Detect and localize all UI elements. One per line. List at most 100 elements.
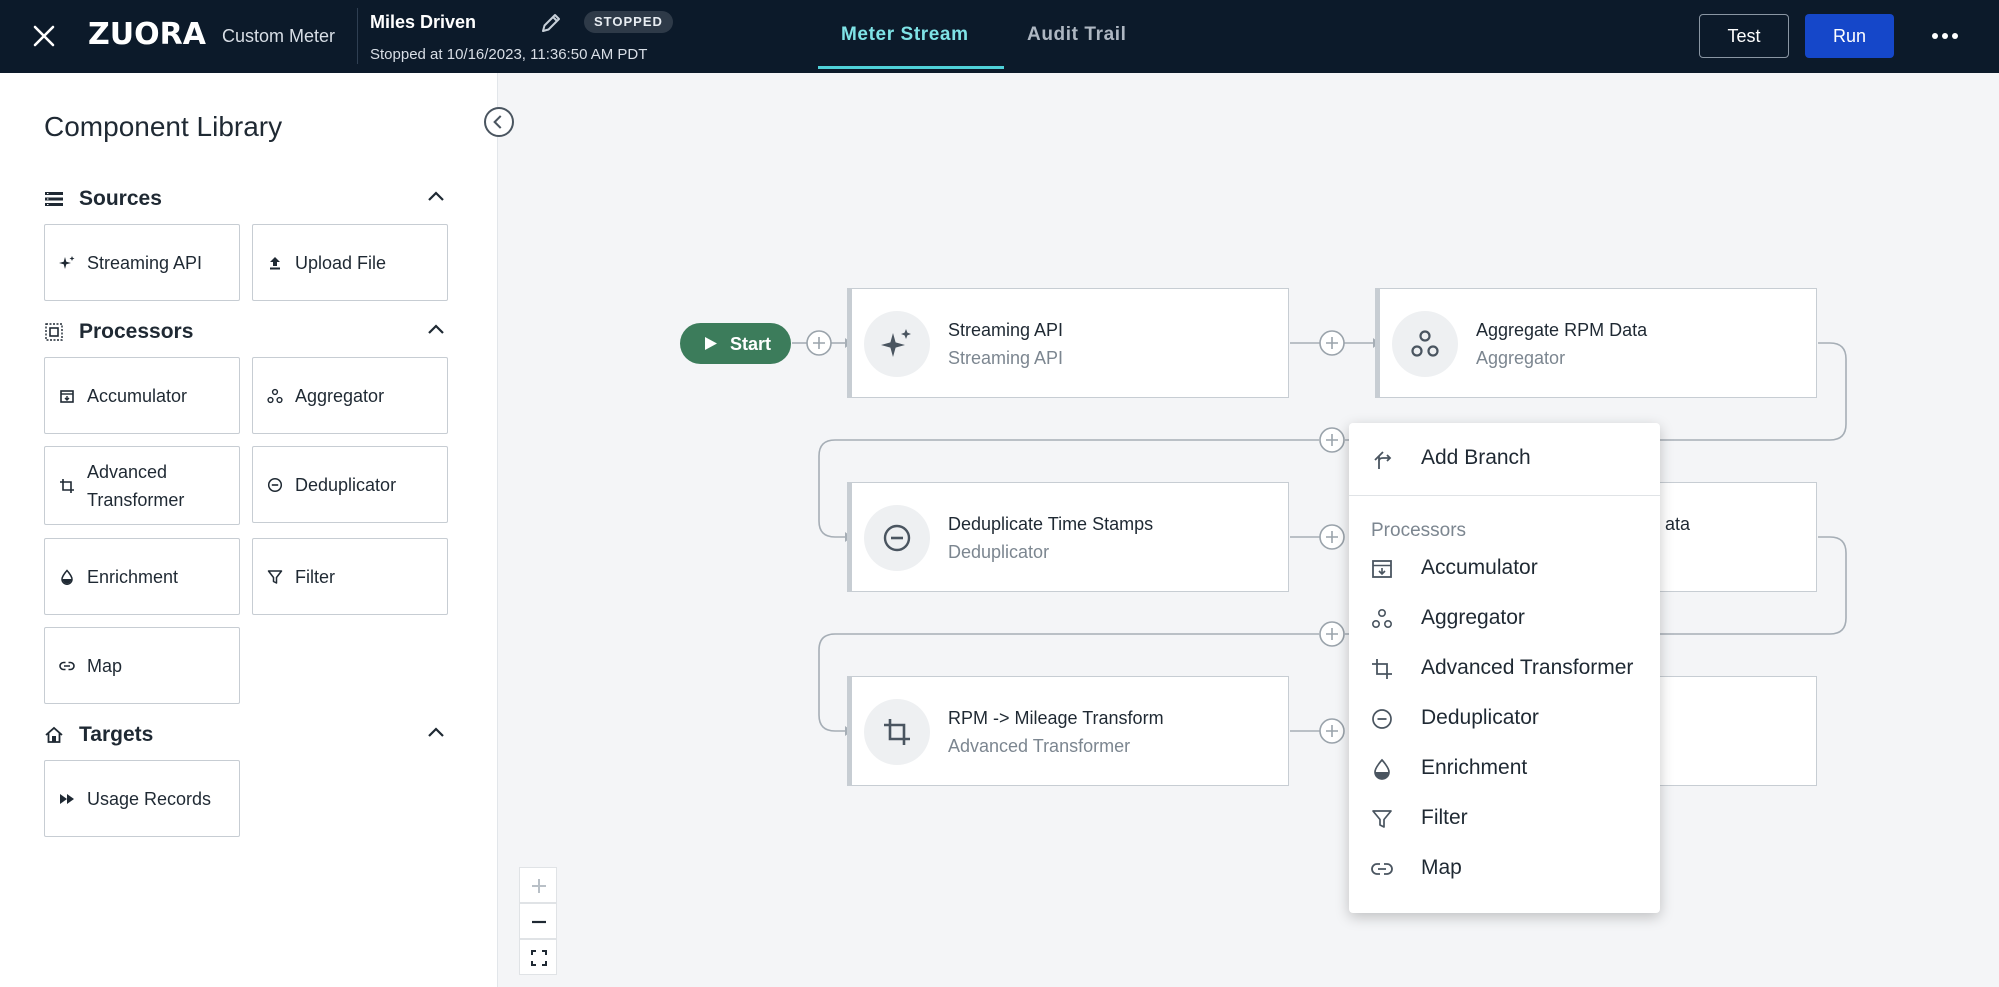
minus-circle-icon	[267, 477, 283, 493]
collapse-panel-icon[interactable]	[484, 107, 514, 137]
menu-item-add-branch[interactable]: Add Branch	[1349, 436, 1660, 480]
node-title: Streaming API	[948, 320, 1064, 340]
meter-name: Miles Driven	[370, 12, 477, 32]
add-step-icon	[806, 330, 1345, 744]
node-subtitle: Advanced Transformer	[948, 736, 1131, 756]
node-icon-bg	[864, 699, 930, 765]
start-label: Start	[730, 334, 772, 354]
zoom-in-button[interactable]	[519, 867, 557, 903]
menu-item-aggregator[interactable]: Aggregator	[1349, 596, 1660, 640]
menu-item-advanced-transformer[interactable]: Advanced Transformer	[1349, 646, 1660, 690]
library-card-advanced-transformer[interactable]: Advanced Transformer	[44, 446, 240, 525]
more-options-icon[interactable]	[1930, 26, 1960, 46]
sparkle-icon	[881, 329, 911, 357]
node-subtitle: Deduplicator	[948, 542, 1050, 562]
card-label: Filter	[295, 567, 335, 587]
link-icon	[1371, 863, 1393, 875]
plus-icon	[532, 879, 546, 893]
home-icon	[45, 726, 63, 743]
node-icon-bg	[1392, 311, 1458, 377]
targets-label: Targets	[79, 723, 154, 746]
library-card-usage-records[interactable]: Usage Records	[44, 760, 240, 837]
menu-item-accumulator[interactable]: Accumulator	[1349, 546, 1660, 590]
filter-icon	[267, 570, 283, 584]
test-button[interactable]: Test	[1699, 14, 1789, 58]
processor-icon	[45, 323, 63, 341]
library-card-upload-file[interactable]: Upload File	[252, 224, 448, 301]
card-label: Streaming API	[87, 253, 203, 273]
zoom-out-button[interactable]	[519, 903, 557, 939]
library-card-aggregator[interactable]: Aggregator	[252, 357, 448, 434]
library-card-map[interactable]: Map	[44, 627, 240, 704]
library-card-accumulator[interactable]: Accumulator	[44, 357, 240, 434]
card-label: Accumulator	[87, 386, 188, 406]
minus-icon	[532, 920, 546, 924]
list-icon	[45, 192, 63, 206]
drop-icon	[1374, 758, 1390, 780]
header-divider	[357, 8, 358, 64]
fit-view-button[interactable]	[519, 939, 557, 975]
accumulator-icon	[1372, 560, 1392, 578]
flow-node-rpm-mileage-transform[interactable]: RPM -> Mileage Transform Advanced Transf…	[847, 676, 1289, 786]
chevron-up-icon[interactable]	[426, 725, 446, 739]
menu-item-deduplicator[interactable]: Deduplicator	[1349, 696, 1660, 740]
card-label: Usage Records	[87, 789, 212, 809]
processors-label: Processors	[79, 320, 194, 343]
card-label: Upload File	[295, 253, 387, 273]
tab-audit-trail[interactable]: Audit Trail	[1027, 24, 1127, 45]
drop-icon	[61, 569, 73, 585]
stopped-timestamp: Stopped at 10/16/2023, 11:36:50 AM PDT	[370, 46, 648, 63]
flow-node-aggregate-rpm-data[interactable]: Aggregate RPM Data Aggregator	[1375, 288, 1817, 398]
crop-icon	[884, 719, 910, 745]
crop-icon	[1372, 659, 1392, 679]
card-label: Advanced Transformer	[87, 462, 185, 510]
menu-item-map[interactable]: Map	[1349, 846, 1660, 890]
add-step-menu: Add Branch Processors Accumulator Aggreg…	[1349, 423, 1660, 913]
run-button[interactable]: Run	[1805, 14, 1894, 58]
close-icon[interactable]	[30, 22, 58, 50]
link-icon	[59, 661, 75, 671]
node-title: Aggregate RPM Data	[1476, 320, 1648, 340]
chevron-up-icon[interactable]	[426, 189, 446, 203]
node-subtitle: Aggregator	[1476, 348, 1566, 368]
library-card-filter[interactable]: Filter	[252, 538, 448, 615]
menu-item-label: Advanced Transformer	[1421, 656, 1634, 679]
fast-forward-icon	[60, 794, 74, 804]
menu-item-label: Map	[1421, 856, 1462, 879]
node-title: RPM -> Mileage Transform	[948, 708, 1164, 728]
library-card-deduplicator[interactable]: Deduplicator	[252, 446, 448, 523]
app-name: Custom Meter	[222, 26, 336, 46]
tab-meter-stream[interactable]: Meter Stream	[841, 24, 969, 45]
component-library-title: Component Library	[44, 111, 283, 142]
menu-item-label: Aggregator	[1421, 606, 1525, 629]
zuora-logo: ZUORA	[88, 17, 206, 52]
menu-item-enrichment[interactable]: Enrichment	[1349, 746, 1660, 790]
chevron-up-icon[interactable]	[426, 322, 446, 336]
sources-label: Sources	[79, 187, 162, 210]
card-label: Enrichment	[87, 567, 179, 587]
card-label: Deduplicator	[295, 475, 397, 495]
library-card-enrichment[interactable]: Enrichment	[44, 538, 240, 615]
pencil-icon[interactable]	[536, 8, 566, 38]
play-icon	[705, 337, 717, 350]
aggregator-icon	[267, 388, 283, 404]
node-icon-bg	[864, 311, 930, 377]
menu-item-filter[interactable]: Filter	[1349, 796, 1660, 840]
menu-item-label: Accumulator	[1421, 556, 1538, 579]
minus-circle-icon	[1372, 709, 1392, 729]
flow-node-streaming-api[interactable]: Streaming API Streaming API	[847, 288, 1289, 398]
card-label: Map	[87, 656, 123, 676]
menu-item-label: Deduplicator	[1421, 706, 1539, 729]
flow-node-deduplicate-time-stamps[interactable]: Deduplicate Time Stamps Deduplicator	[847, 482, 1289, 592]
library-card-streaming-api[interactable]: Streaming API	[44, 224, 240, 301]
accumulator-icon	[60, 390, 74, 403]
filter-icon	[1372, 810, 1392, 828]
node-title: Deduplicate Time Stamps	[948, 514, 1154, 534]
top-bar: ZUORA Custom Meter Miles Driven STOPPED …	[0, 0, 1999, 73]
aggregator-icon	[1371, 608, 1393, 629]
start-node[interactable]: Start	[680, 323, 791, 364]
card-label: Aggregator	[295, 386, 385, 406]
minus-circle-icon	[883, 524, 911, 552]
branch-icon	[1374, 451, 1392, 469]
